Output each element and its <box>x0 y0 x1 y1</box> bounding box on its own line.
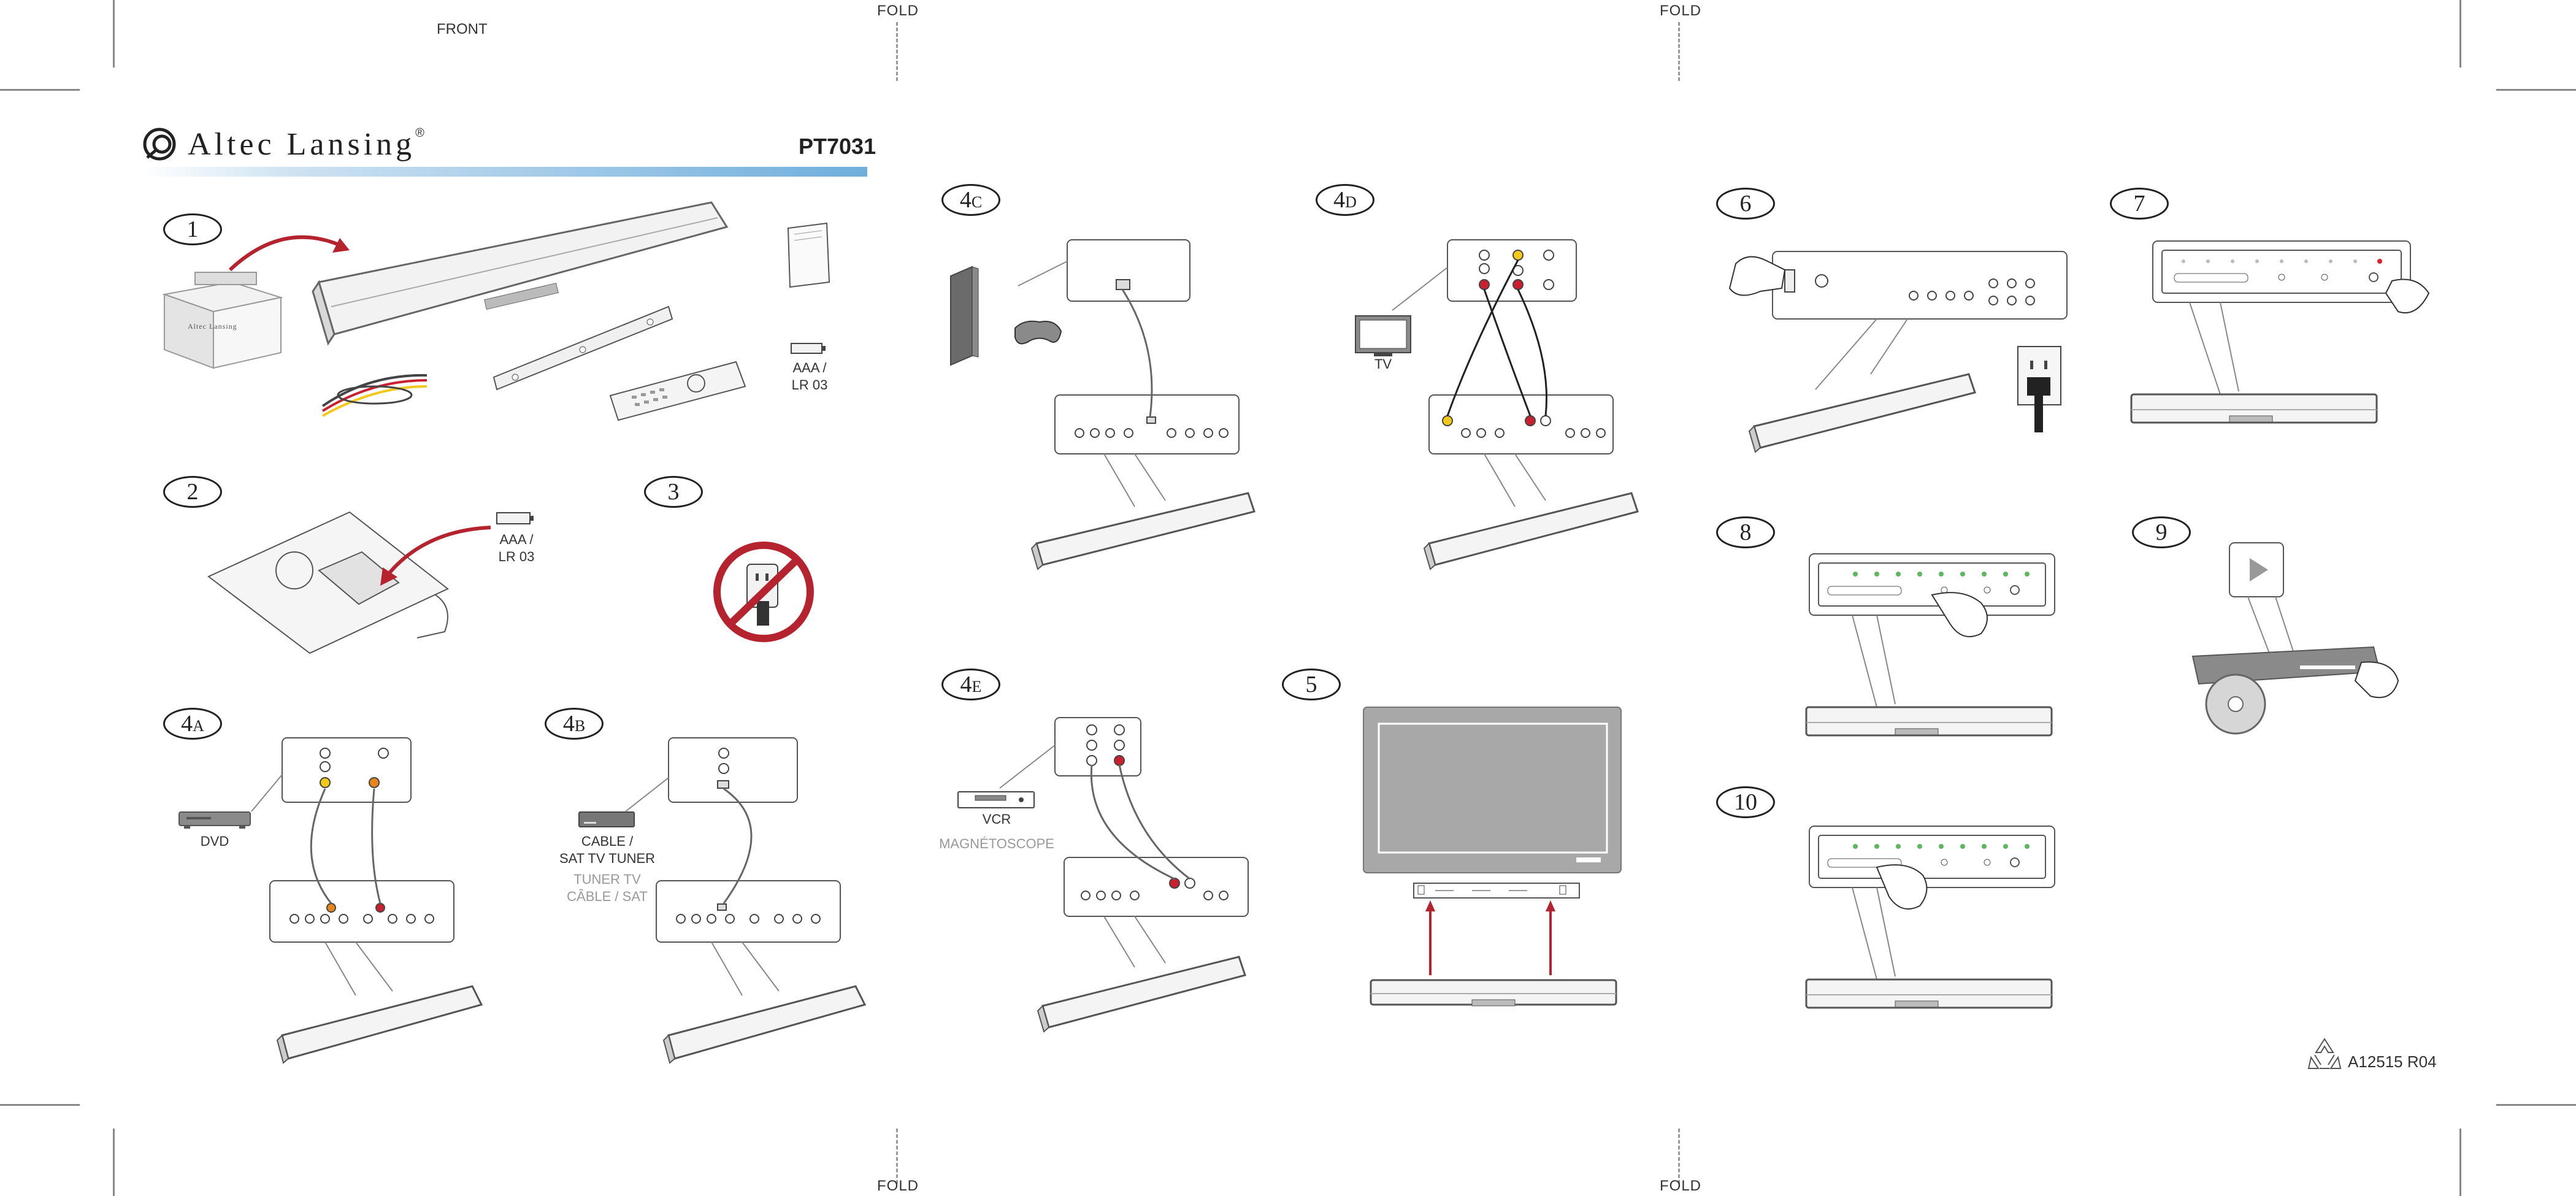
step-4c-badge: 4C <box>941 184 1000 216</box>
step-2-badge: 2 <box>163 476 222 508</box>
part-number: A12515 R04 <box>2348 1052 2437 1071</box>
battery-icon <box>496 512 534 524</box>
front-label: FRONT <box>437 21 488 37</box>
dvd-player <box>178 811 251 829</box>
crop-mark <box>2459 0 2461 67</box>
cable-box <box>578 811 635 827</box>
fold-label: FOLD <box>1660 1178 1702 1194</box>
red-arrow <box>380 526 491 586</box>
fold-line <box>1678 1129 1680 1184</box>
product-box <box>162 272 283 369</box>
crop-mark <box>0 1104 80 1106</box>
front-panel-power <box>2130 240 2430 424</box>
connection-diagram-4e <box>999 717 1249 1033</box>
step-5-badge: 5 <box>1282 669 1341 700</box>
vcr-caption-fr: MAGNÉTOSCOPE <box>939 836 1054 851</box>
step-3-badge: 3 <box>644 476 703 508</box>
step-1-badge: 1 <box>163 213 222 245</box>
wall-outlet-icon <box>2017 346 2061 432</box>
front-panel-input <box>1805 553 2055 737</box>
tv-set <box>1355 315 1411 356</box>
connection-diagram-4d <box>1392 239 1639 570</box>
fold-label: FOLD <box>1660 2 1702 19</box>
connection-diagram-4c <box>1018 239 1255 570</box>
battery-caption: AAA /LR 03 <box>791 360 828 393</box>
crop-mark <box>2496 89 2576 91</box>
header-bar <box>142 167 867 177</box>
step-6-badge: 6 <box>1716 188 1775 220</box>
brand-name: Altec Lansing <box>188 127 416 162</box>
trademark: ® <box>415 126 424 140</box>
fold-label: FOLD <box>877 1178 919 1194</box>
remote-battery-open <box>207 511 449 654</box>
tv-caption: TV <box>1374 356 1392 372</box>
crop-mark <box>113 1129 115 1196</box>
step-4b-badge: 4B <box>545 708 604 740</box>
no-plug-icon <box>713 542 814 642</box>
altec-logo-icon <box>143 128 176 161</box>
soundbar <box>312 201 729 346</box>
vcr-caption: VCR <box>982 811 1011 827</box>
front-panel-volume <box>1805 826 2055 1009</box>
wall-bracket <box>493 305 673 391</box>
dvd-caption: DVD <box>200 834 229 849</box>
crop-mark <box>2459 1129 2461 1196</box>
vcr-player <box>957 791 1035 808</box>
step-9-badge: 9 <box>2132 516 2191 548</box>
recycle-icon <box>2307 1038 2342 1069</box>
crop-mark <box>113 0 115 67</box>
step-10-badge: 10 <box>1716 786 1775 818</box>
play-source <box>2191 542 2399 735</box>
step-4d-badge: 4D <box>1316 184 1374 216</box>
tv-with-soundbar <box>1363 707 1622 1006</box>
fold-line <box>1678 22 1680 81</box>
remote-control <box>609 361 746 421</box>
connection-diagram-4b <box>625 737 867 1064</box>
step-8-badge: 8 <box>1716 516 1775 548</box>
connection-diagram-4a <box>251 737 483 1064</box>
manual-booklet <box>787 222 830 288</box>
fold-label: FOLD <box>877 2 919 19</box>
step-4a-badge: 4A <box>163 708 222 740</box>
model-number: PT7031 <box>799 134 876 159</box>
box-brand-label: Altec Lansing <box>188 322 237 331</box>
fold-line <box>896 1129 898 1184</box>
battery-icon <box>791 343 826 354</box>
brand-logo: Altec Lansing® <box>188 126 424 163</box>
fold-line <box>896 22 898 81</box>
cable-caption: CABLE /SAT TV TUNER <box>559 834 656 866</box>
av-cables <box>321 374 427 417</box>
crop-mark <box>2496 1104 2576 1106</box>
battery-caption: AAA /LR 03 <box>498 532 535 564</box>
step-7-badge: 7 <box>2110 188 2169 220</box>
game-console <box>950 266 1062 366</box>
step-4e-badge: 4E <box>941 669 1000 700</box>
crop-mark <box>0 89 80 91</box>
rear-panel-power <box>1728 251 2068 453</box>
red-arrow <box>228 235 350 272</box>
